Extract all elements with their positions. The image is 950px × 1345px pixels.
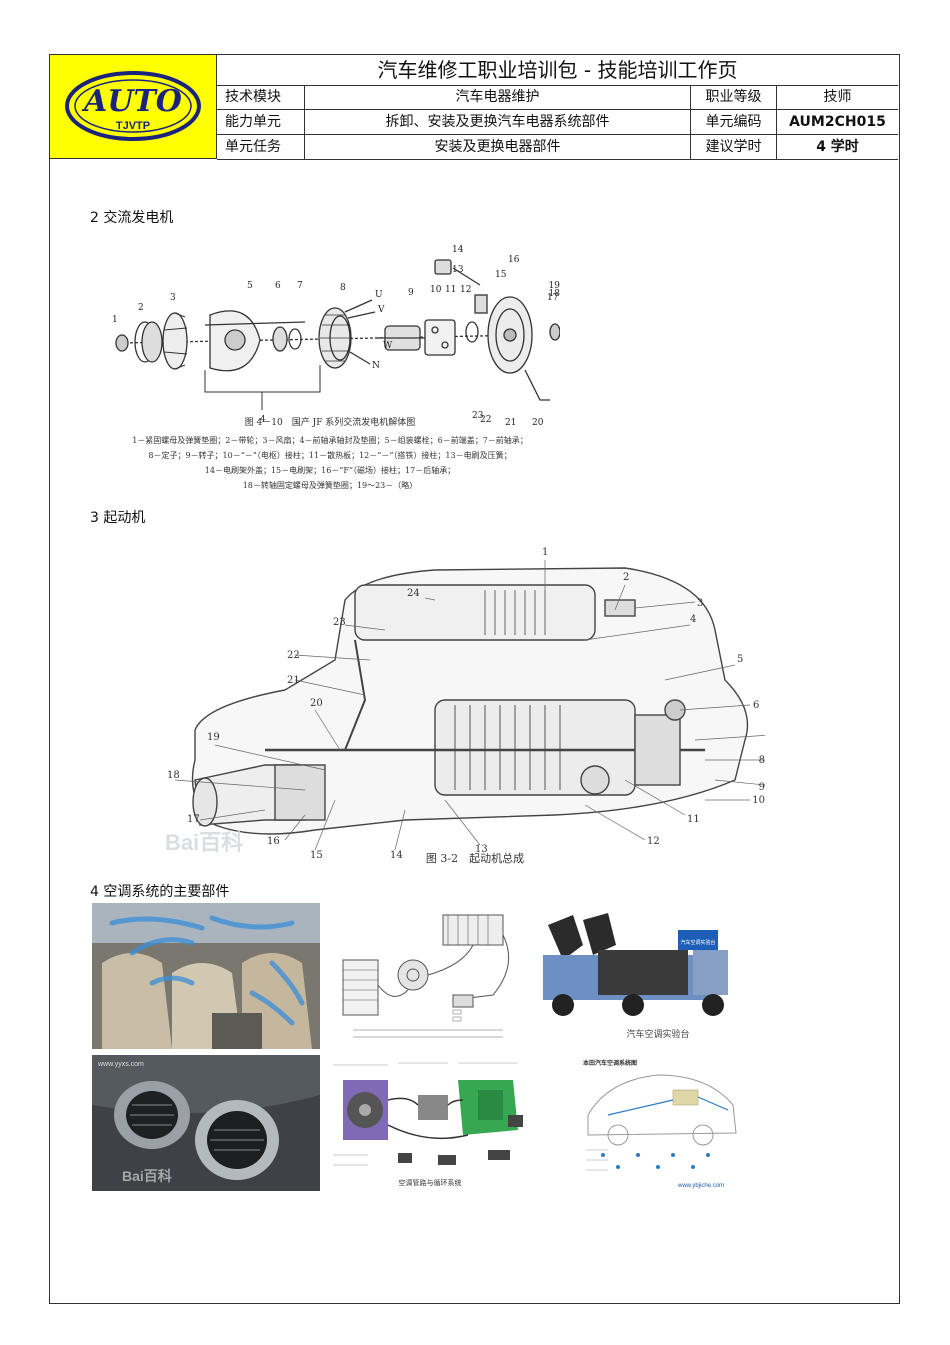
header-row: 单元任务 安装及更换电器部件 建议学时 4 学时 <box>217 135 898 160</box>
svg-text:8: 8 <box>759 755 765 766</box>
page-frame: AUTO TJVTP 汽车维修工职业培训包 - 技能培训工作页 技术模块 汽车电… <box>49 54 900 1304</box>
svg-text:12: 12 <box>647 836 660 847</box>
ac-system-labeled-diagram: 空调管路与循环系统 <box>328 1055 533 1191</box>
svg-text:10: 10 <box>752 795 765 806</box>
svg-text:20: 20 <box>310 698 323 709</box>
alternator-caption-line: 18－转轴固定螺母及弹簧垫圈；19～23－（略） <box>242 481 418 490</box>
svg-text:6: 6 <box>753 700 759 711</box>
svg-text:1: 1 <box>112 315 118 325</box>
alternator-caption-line: 1－紧固螺母及弹簧垫圈；2－带轮；3－风扇；4－前轴承轴封及垫圈；5－组装螺栓；… <box>132 436 528 445</box>
ac-components-diagram <box>333 905 523 1050</box>
row-value: 安装及更换电器部件 <box>305 135 691 159</box>
svg-text:9: 9 <box>408 288 414 298</box>
svg-text:22: 22 <box>480 415 491 425</box>
svg-text:3: 3 <box>697 598 703 609</box>
svg-text:11: 11 <box>687 814 700 825</box>
svg-text:11: 11 <box>445 285 456 295</box>
section-title-starter: 3 起动机 <box>90 510 146 526</box>
svg-text:15: 15 <box>310 850 323 861</box>
auto-logo: AUTO TJVTP <box>65 71 201 141</box>
row-value: 汽车电器维护 <box>305 85 691 109</box>
document-title: 汽车维修工职业培训包 - 技能培训工作页 <box>217 55 898 86</box>
ac-system-caption: 空调管路与循环系统 <box>399 1178 462 1187</box>
svg-text:2: 2 <box>623 572 629 583</box>
vent-watermark: Bai百科 <box>122 1168 172 1184</box>
ac-test-bench-photo: 汽车空调实验台 汽车空调实验台 <box>538 905 753 1050</box>
ac-layout-title: 本田汽车空调系统图 <box>583 1059 637 1067</box>
logo-cell: AUTO TJVTP <box>50 55 217 159</box>
svg-text:22: 22 <box>287 650 300 661</box>
alternator-caption-line: 14－电刷架外盖；15－电刷架；16－“F”（磁场）接柱；17－后轴承； <box>204 466 456 475</box>
svg-text:17: 17 <box>187 814 200 825</box>
logo-text: AUTO <box>81 84 182 119</box>
svg-text:2: 2 <box>138 303 144 313</box>
car-interior-airflow-photo <box>92 903 320 1049</box>
vent-url: www.yyxs.com <box>97 1061 144 1068</box>
row-value2: AUM2CH015 <box>789 114 886 130</box>
svg-text:V: V <box>377 305 385 315</box>
test-bench-caption: 汽车空调实验台 <box>626 1028 689 1040</box>
svg-text:14: 14 <box>390 850 403 861</box>
svg-text:W: W <box>383 341 393 351</box>
svg-text:6: 6 <box>275 281 281 291</box>
svg-text:15: 15 <box>495 270 507 280</box>
svg-text:18: 18 <box>167 770 180 781</box>
svg-text:24: 24 <box>407 588 420 599</box>
section-title-alternator: 2 交流发电机 <box>90 210 174 226</box>
air-vent-photo: www.yyxs.com Bai百科 <box>92 1055 320 1191</box>
svg-text:20: 20 <box>532 418 544 428</box>
svg-text:8: 8 <box>340 283 346 293</box>
header-row: 能力单元 拆卸、安装及更换汽车电器系统部件 单元编码 AUM2CH015 <box>217 110 898 135</box>
svg-text:4: 4 <box>260 415 266 425</box>
test-bench-sign: 汽车空调实验台 <box>680 939 715 946</box>
row-label: 技术模块 <box>217 85 305 109</box>
alternator-caption-line: 8－定子；9－转子；10－“－”（电枢）接柱；11－散热板；12－“－”（搭铁）… <box>148 451 512 460</box>
row-label2: 职业等级 <box>691 85 777 109</box>
svg-text:4: 4 <box>690 614 696 625</box>
row-label: 单元任务 <box>217 135 305 159</box>
ac-layout-url: www.ybjiche.com <box>677 1183 724 1189</box>
svg-text:7: 7 <box>297 281 303 291</box>
svg-text:10: 10 <box>430 285 442 295</box>
header-row: 技术模块 汽车电器维护 职业等级 技师 <box>217 85 898 110</box>
row-label: 能力单元 <box>217 110 305 134</box>
svg-text:16: 16 <box>267 836 280 847</box>
svg-text:21: 21 <box>287 675 300 686</box>
row-label2: 单元编码 <box>691 110 777 134</box>
svg-text:17: 17 <box>547 293 559 303</box>
svg-text:19: 19 <box>549 281 560 291</box>
svg-text:14: 14 <box>452 245 464 255</box>
starter-caption: 图 3-2 起动机总成 <box>426 851 524 865</box>
header-table: AUTO TJVTP 汽车维修工职业培训包 - 技能培训工作页 技术模块 汽车电… <box>50 55 898 160</box>
svg-text:N: N <box>372 361 380 371</box>
starter-watermark: Bai百科 <box>165 830 243 855</box>
car-ac-layout-diagram: 本田汽车空调系统图 www.ybjiche.com <box>578 1055 743 1191</box>
svg-text:5: 5 <box>247 281 253 291</box>
svg-text:13: 13 <box>452 265 464 275</box>
section-title-ac: 4 空调系统的主要部件 <box>90 884 230 900</box>
row-value: 拆卸、安装及更换汽车电器系统部件 <box>305 110 691 134</box>
svg-text:3: 3 <box>170 293 176 303</box>
row-label2: 建议学时 <box>691 135 777 159</box>
svg-text:5: 5 <box>737 654 743 665</box>
svg-text:1: 1 <box>542 547 548 558</box>
svg-text:13: 13 <box>475 844 488 855</box>
svg-text:U: U <box>375 290 383 300</box>
svg-text:12: 12 <box>460 285 471 295</box>
svg-text:19: 19 <box>207 732 220 743</box>
svg-text:21: 21 <box>505 418 516 428</box>
svg-text:23: 23 <box>333 617 346 628</box>
logo-subtext: TJVTP <box>116 120 150 132</box>
row-value2: 技师 <box>823 89 852 105</box>
alternator-caption-title: 图 4－10 国产 JF 系列交流发电机解体图 <box>244 418 416 428</box>
row-value2: 4 学时 <box>816 139 859 155</box>
alternator-caption-block: 图 4－10 国产 JF 系列交流发电机解体图 1－紧固螺母及弹簧垫圈；2－带轮… <box>90 415 570 493</box>
svg-text:9: 9 <box>759 782 765 793</box>
svg-text:18: 18 <box>549 289 560 299</box>
svg-text:16: 16 <box>508 255 520 265</box>
svg-text:23: 23 <box>472 411 484 421</box>
